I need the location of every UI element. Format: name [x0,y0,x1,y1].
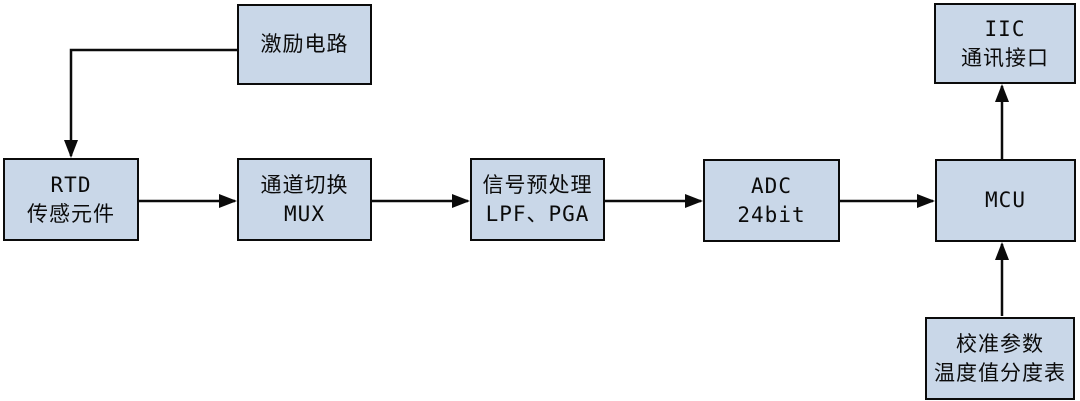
block-label-line: LPF、PGA [485,201,590,226]
block-label-line: RTD [50,172,92,197]
block-rtd-sensor: RTD 传感元件 [3,158,139,241]
block-label-line: 通讯接口 [961,45,1049,70]
block-label-line: 温度值分度表 [934,360,1066,385]
block-excitation-circuit: 激励电路 [237,4,372,85]
block-label-line: 校准参数 [956,331,1044,356]
block-label-line: 24bit [737,202,806,227]
block-label-line: 通道切换 [260,172,349,197]
block-calibration-table: 校准参数 温度值分度表 [925,317,1075,400]
block-mcu: MCU [935,159,1076,242]
arrow-excitation-to-rtd [64,48,239,158]
block-adc: ADC 24bit [703,159,840,242]
block-label-line: 传感元件 [27,201,115,226]
block-label-line: 信号预处理 [482,172,593,197]
block-label-line: MUX [284,201,325,226]
block-label-line: 激励电路 [260,32,349,56]
block-mux: 通道切换 MUX [237,158,372,241]
block-label-line: ADC [751,173,792,198]
block-iic-interface: IIC 通讯接口 [934,3,1076,84]
block-label-line: IIC [984,16,1026,41]
block-signal-preprocess: 信号预处理 LPF、PGA [470,158,605,241]
block-label-line: MCU [985,188,1026,212]
